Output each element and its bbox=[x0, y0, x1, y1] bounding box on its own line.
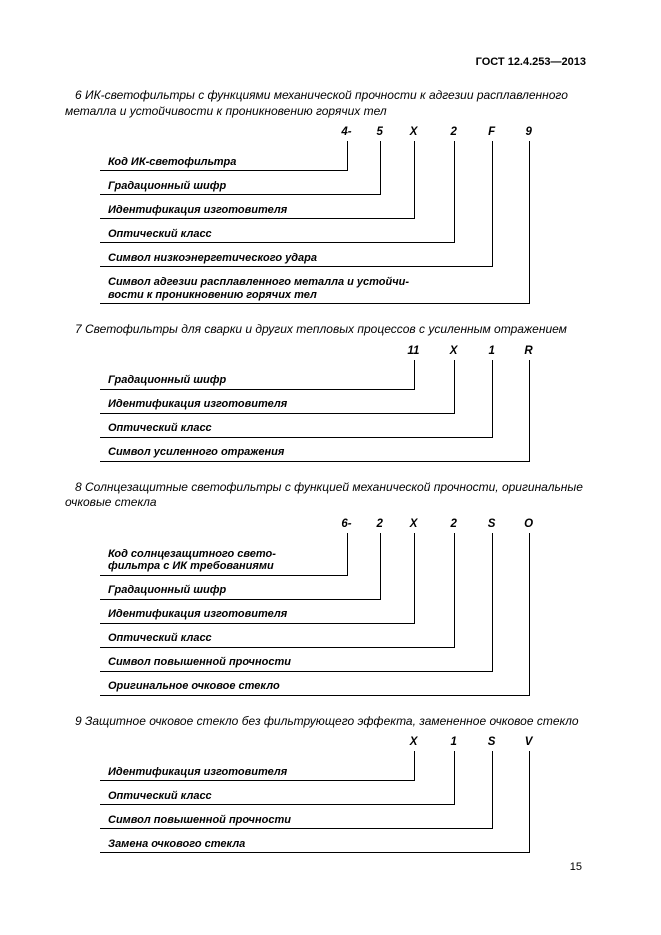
label-row: Оптический класс bbox=[100, 413, 492, 438]
section: 9 Защитное очковое стекло без фильтрующе… bbox=[65, 714, 596, 853]
code-label: Идентификация изготовителя bbox=[108, 203, 288, 216]
label-row: Символ повышенной прочности bbox=[100, 804, 492, 829]
code-label: Код ИК-светофильтра bbox=[108, 155, 237, 168]
label-row: Оптический класс bbox=[100, 780, 454, 805]
code-label: Идентификация изготовителя bbox=[108, 608, 288, 620]
connector-line bbox=[347, 532, 348, 576]
connector-line bbox=[492, 359, 493, 438]
connector-line bbox=[492, 532, 493, 672]
code-label: Идентификация изготовителя bbox=[108, 398, 288, 410]
section: 7 Светофильтры для сварки и других тепло… bbox=[65, 322, 596, 462]
connector-line bbox=[492, 141, 493, 267]
code-token: 5 bbox=[376, 126, 383, 138]
code-diagram: 6- 2 X 2 S O Код солнцезащитного свето-фильтра… bbox=[65, 517, 596, 696]
section-heading: 6 ИК-светофильтры с функциями механическ… bbox=[65, 88, 568, 118]
code-token: 11 bbox=[407, 344, 420, 357]
connector-line bbox=[414, 359, 415, 390]
label-row: Символ адгезии расплавленного металла и … bbox=[100, 266, 529, 304]
connector-line bbox=[529, 359, 530, 462]
connector-line bbox=[454, 141, 455, 243]
label-row: Идентификация изготовителя bbox=[100, 194, 414, 219]
code-label: Оптический класс bbox=[108, 422, 212, 434]
code-label: Замена очкового стекла bbox=[108, 837, 246, 850]
label-row: Градационный шифр bbox=[100, 170, 380, 195]
label-row: Символ усиленного отражения bbox=[100, 437, 529, 462]
code-label: Символ усиленного отражения bbox=[108, 446, 285, 458]
code-token: V bbox=[524, 736, 533, 748]
code-label: Оригинальное очковое стекло bbox=[108, 680, 280, 692]
code-label: Оптический класс bbox=[108, 227, 212, 240]
code-token: 6- bbox=[341, 517, 352, 530]
code-label: Градационный шифр bbox=[108, 584, 227, 596]
code-token: R bbox=[524, 344, 533, 357]
connector-line bbox=[347, 141, 348, 171]
label-row: Оптический класс bbox=[100, 623, 454, 648]
section-heading: 8 Солнцезащитные светофильтры с функцией… bbox=[65, 479, 583, 510]
section-heading: 9 Защитное очковое стекло без фильтрующе… bbox=[75, 713, 579, 728]
connector-line bbox=[414, 751, 415, 781]
label-row: Код ИК-светофильтра bbox=[100, 146, 347, 171]
section: 8 Солнцезащитные светофильтры с функцией… bbox=[65, 479, 596, 696]
label-row: Символ низкоэнергетического удара bbox=[100, 242, 492, 267]
label-row: Идентификация изготовителя bbox=[100, 599, 414, 624]
sections: 6 ИК-светофильтры с функциями механическ… bbox=[65, 88, 596, 853]
code-label: Градационный шифр bbox=[108, 179, 227, 192]
connector-line bbox=[414, 532, 415, 624]
code-token: X bbox=[409, 517, 418, 530]
code-token: 2 bbox=[450, 517, 457, 530]
section-heading: 7 Светофильтры для сварки и других тепло… bbox=[75, 322, 567, 336]
label-row: Градационный шифр bbox=[100, 365, 414, 390]
code-token: S bbox=[487, 736, 496, 748]
connector-line bbox=[414, 141, 415, 219]
connector-line bbox=[380, 141, 381, 195]
code-token: F bbox=[488, 126, 496, 138]
code-label: Оптический класс bbox=[108, 632, 212, 644]
code-token: 1 bbox=[488, 344, 495, 357]
page-number: 15 bbox=[569, 861, 582, 873]
label-row: Символ повышенной прочности bbox=[100, 647, 492, 672]
code-token: X bbox=[449, 344, 458, 357]
code-label: Символ адгезии расплавленного металла и … bbox=[108, 276, 410, 301]
connector-line bbox=[529, 141, 530, 304]
code-token: 4- bbox=[341, 126, 352, 138]
code-label: Градационный шифр bbox=[108, 374, 227, 386]
code-token: 1 bbox=[450, 736, 457, 748]
code-label: Символ повышенной прочности bbox=[108, 656, 291, 668]
label-row: Градационный шифр bbox=[100, 575, 380, 600]
code-label: Символ повышенной прочности bbox=[108, 813, 291, 826]
code-token: O bbox=[524, 517, 534, 530]
label-row: Код солнцезащитного свето-фильтра с ИК т… bbox=[100, 538, 347, 576]
label-row: Замена очкового стекла bbox=[100, 828, 529, 853]
connector-line bbox=[529, 532, 530, 696]
connector-line bbox=[529, 751, 530, 853]
code-token: 9 bbox=[525, 126, 532, 138]
code-label: Оптический класс bbox=[108, 789, 212, 802]
connector-line bbox=[380, 532, 381, 600]
code-token: 2 bbox=[450, 126, 457, 138]
code-label: Код солнцезащитного свето-фильтра с ИК т… bbox=[108, 547, 276, 573]
document-number: ГОСТ 12.4.253—2013 bbox=[475, 56, 586, 68]
code-token: 2 bbox=[376, 517, 383, 530]
label-row: Идентификация изготовителя bbox=[100, 756, 414, 781]
connector-line bbox=[454, 359, 455, 414]
code-token: S bbox=[487, 517, 496, 530]
connector-line bbox=[454, 532, 455, 648]
code-label: Идентификация изготовителя bbox=[108, 765, 288, 778]
label-row: Оптический класс bbox=[100, 218, 454, 243]
connector-line bbox=[492, 751, 493, 829]
section: 6 ИК-светофильтры с функциями механическ… bbox=[65, 88, 596, 304]
code-token: X bbox=[409, 126, 418, 138]
label-row: Идентификация изготовителя bbox=[100, 389, 454, 414]
code-label: Символ низкоэнергетического удара bbox=[108, 251, 317, 264]
connector-line bbox=[454, 751, 455, 805]
code-token: X bbox=[409, 736, 418, 748]
label-row: Оригинальное очковое стекло bbox=[100, 671, 529, 696]
